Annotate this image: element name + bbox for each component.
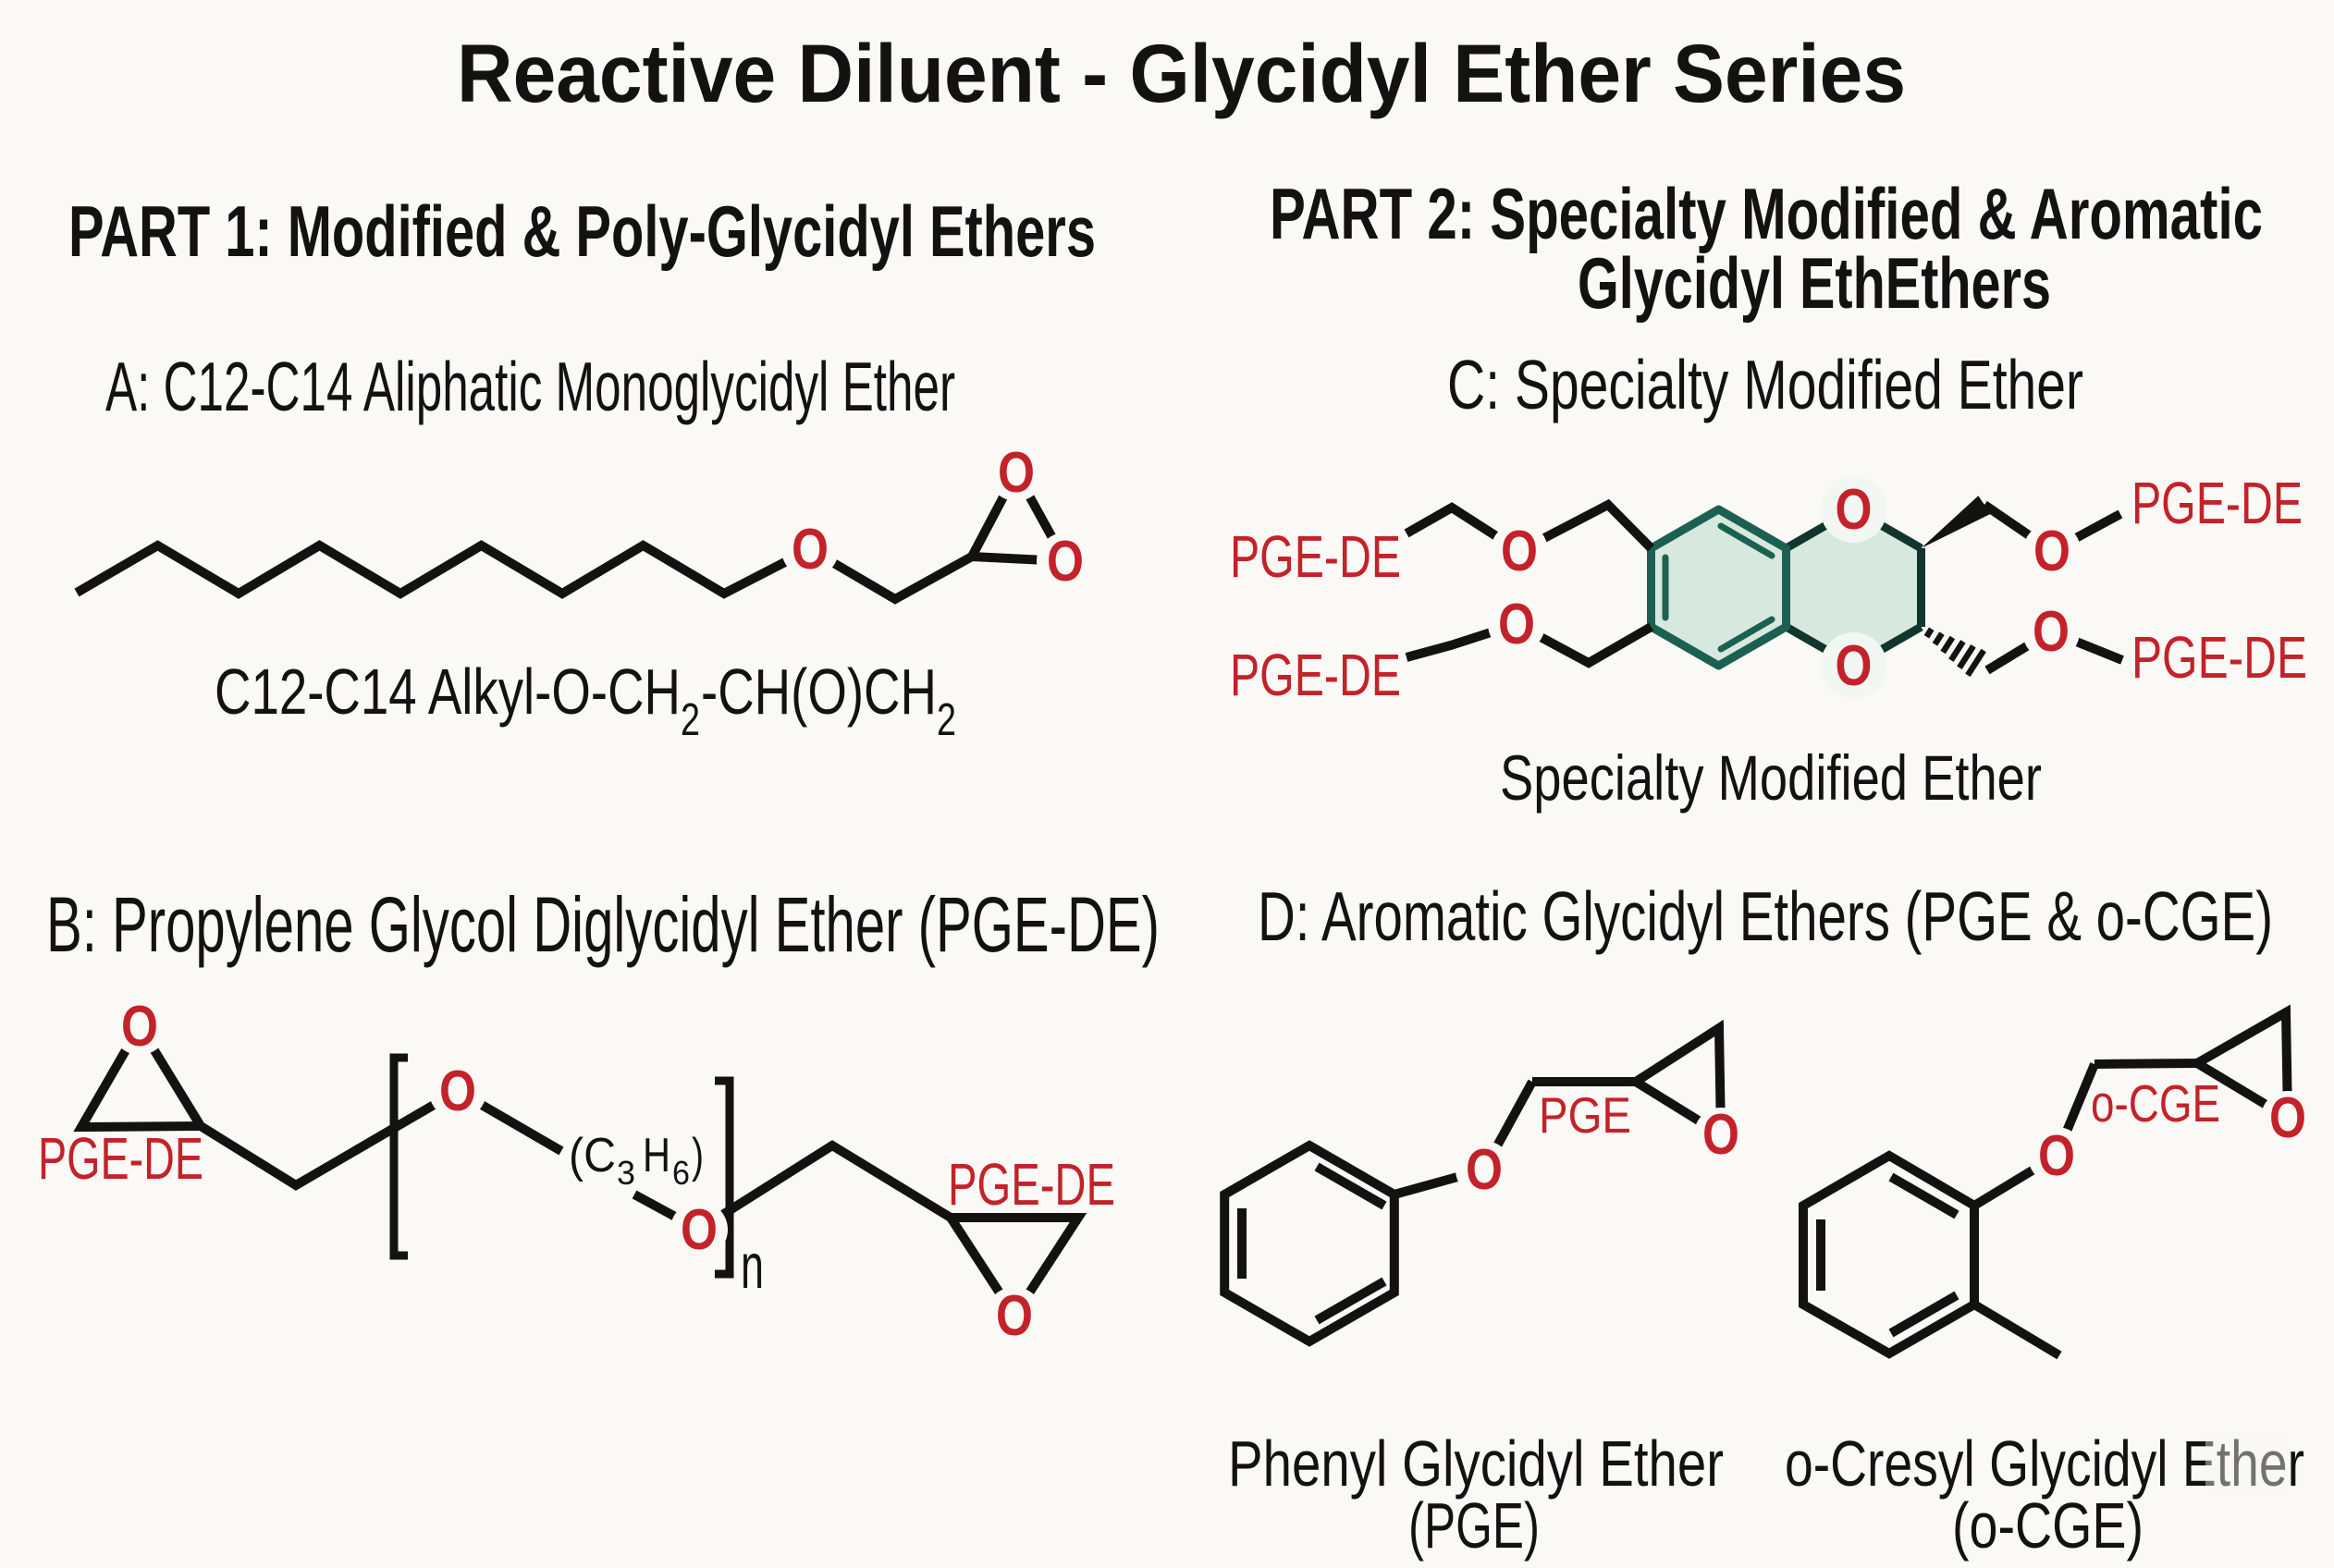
svg-text:C12-C14 Alkyl-O-CH: C12-C14 Alkyl-O-CH	[215, 655, 681, 728]
svg-text:O: O	[996, 1284, 1033, 1348]
svg-text:O: O	[998, 441, 1035, 505]
svg-text:): )	[692, 1129, 704, 1182]
svg-text:O: O	[2038, 1124, 2075, 1188]
svg-text:O: O	[1498, 593, 1535, 656]
svg-text:O: O	[2269, 1086, 2306, 1150]
svg-text:PGE-DE: PGE-DE	[948, 1151, 1115, 1218]
svg-text:O: O	[1501, 520, 1538, 583]
svg-text:-CH(O)CH: -CH(O)CH	[701, 655, 937, 728]
svg-text:D: Aromatic Glycidyl Ethers (P: D: Aromatic Glycidyl Ethers (PGE & o-CGE…	[1258, 877, 2273, 955]
svg-text:3: 3	[617, 1154, 635, 1192]
svg-text:PART 1: Modified & Poly-Glycid: PART 1: Modified & Poly-Glycidyl Ethers	[68, 190, 1096, 272]
svg-text:O: O	[2033, 520, 2070, 583]
svg-text:n: n	[741, 1231, 764, 1302]
svg-text:O: O	[1836, 478, 1873, 542]
svg-text:(C: (C	[569, 1129, 616, 1182]
svg-text:PGE-DE: PGE-DE	[2131, 624, 2307, 691]
svg-text:Phenyl Glycidyl Ether: Phenyl Glycidyl Ether	[1228, 1427, 1724, 1500]
svg-text:PART 2: Specialty Modified & A: PART 2: Specialty Modified & Aromatic	[1270, 173, 2263, 254]
svg-text:O: O	[1466, 1138, 1503, 1202]
svg-text:O: O	[792, 518, 829, 582]
svg-text:2: 2	[937, 695, 956, 745]
svg-text:O: O	[1836, 634, 1873, 698]
svg-text:C: Specialty Modified Ether: C: Specialty Modified Ether	[1447, 346, 2083, 423]
svg-text:O: O	[439, 1060, 476, 1123]
svg-text:B: Propylene Glycol Diglycidyl: B: Propylene Glycol Diglycidyl Ether (PG…	[46, 881, 1160, 968]
svg-text:PGE-DE: PGE-DE	[38, 1125, 203, 1192]
svg-text:o-Cresyl Glycidyl Ether: o-Cresyl Glycidyl Ether	[1785, 1427, 2304, 1500]
svg-text:PGE-DE: PGE-DE	[2131, 470, 2303, 536]
svg-text:Reactive Diluent - Glycidyl Et: Reactive Diluent - Glycidyl Ether Series	[457, 27, 1906, 119]
svg-text:A: C12-C14 Aliphatic Monoglyci: A: C12-C14 Aliphatic Monoglycidyl Ether	[105, 348, 955, 425]
svg-text:(o-CGE): (o-CGE)	[1952, 1489, 2144, 1562]
svg-text:Specialty Modified Ether: Specialty Modified Ether	[1500, 742, 2042, 814]
svg-text:O: O	[121, 995, 158, 1059]
svg-text:o-CGE: o-CGE	[2091, 1074, 2220, 1133]
svg-text:O: O	[1702, 1103, 1739, 1167]
svg-text:6: 6	[672, 1154, 690, 1192]
svg-text:O: O	[2033, 600, 2070, 664]
svg-text:PGE-DE: PGE-DE	[1230, 523, 1401, 590]
svg-text:O: O	[1047, 530, 1084, 594]
svg-text:(PGE): (PGE)	[1408, 1489, 1540, 1562]
svg-text:O: O	[681, 1198, 718, 1262]
svg-text:H: H	[643, 1129, 670, 1182]
svg-text:2: 2	[681, 695, 700, 745]
svg-text:PGE-DE: PGE-DE	[1230, 642, 1401, 708]
svg-text:Glycidyl EthEthers: Glycidyl EthEthers	[1578, 242, 2051, 324]
svg-text:PGE: PGE	[1539, 1086, 1631, 1144]
